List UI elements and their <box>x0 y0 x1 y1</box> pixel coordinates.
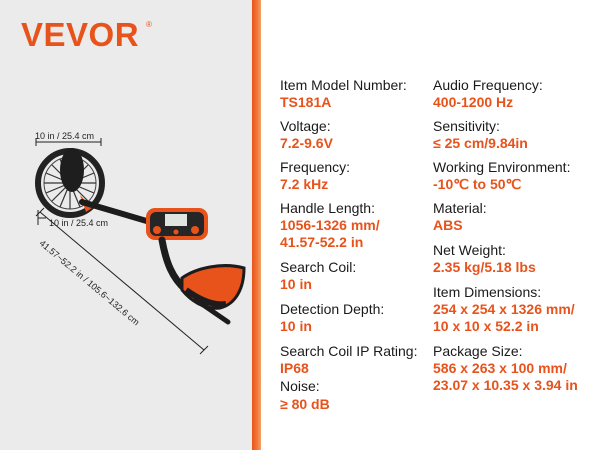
spec-depth-value: 10 in <box>280 318 312 334</box>
metal-detector-image <box>35 138 246 355</box>
brand-registered-mark: ® <box>146 20 152 29</box>
search-coil <box>35 148 105 218</box>
control-box <box>146 208 208 240</box>
spec-item-dimensions-label: Item Dimensions: <box>433 284 542 300</box>
spec-coil-label: Search Coil: <box>280 259 357 275</box>
spec-ip-label: Search Coil IP Rating: <box>280 343 418 359</box>
spec-weight-label: Net Weight: <box>433 242 506 258</box>
spec-item-dimensions-mm: 254 x 254 x 1326 mm/ <box>433 301 575 317</box>
spec-model-label: Item Model Number: <box>280 77 407 93</box>
spec-voltage-label: Voltage: <box>280 118 331 134</box>
spec-handle-value-mm: 1056-1326 mm/ <box>280 217 380 233</box>
product-panel <box>0 0 252 450</box>
spec-handle-label: Handle Length: <box>280 200 375 216</box>
coil-side-label: 10 in / 25.4 cm <box>49 218 109 228</box>
spec-audio-value: 400-1200 Hz <box>433 94 514 110</box>
dimension-arrow <box>35 138 102 146</box>
coil-diameter-label: 10 in / 25.4 cm <box>35 131 95 141</box>
spec-depth-label: Detection Depth: <box>280 301 385 317</box>
spec-package-mm: 586 x 263 x 100 mm/ <box>433 360 567 376</box>
spec-material-label: Material: <box>433 200 487 216</box>
spec-environment-label: Working Environment: <box>433 159 571 175</box>
spec-frequency-label: Frequency: <box>280 159 351 175</box>
spec-frequency-value: 7.2 kHz <box>280 176 329 192</box>
spec-material-value: ABS <box>433 217 463 233</box>
brand-logo: VEVOR <box>21 16 140 53</box>
spec-sensitivity-label: Sensitivity: <box>433 118 500 134</box>
spec-handle-value-in: 41.57-52.2 in <box>280 234 364 250</box>
spec-noise-value: ≥ 80 dB <box>280 396 330 412</box>
spec-item-dimensions-in: 10 x 10 x 52.2 in <box>433 318 539 334</box>
spec-voltage-value: 7.2-9.6V <box>280 135 333 151</box>
spec-ip-value: IP68 <box>280 360 309 376</box>
spec-package-in: 23.07 x 10.35 x 3.94 in <box>433 377 578 393</box>
orange-divider <box>252 0 261 450</box>
spec-model-value: TS181A <box>280 94 332 110</box>
spec-noise-label: Noise: <box>280 378 320 394</box>
spec-package-label: Package Size: <box>433 343 523 359</box>
spec-audio-label: Audio Frequency: <box>433 77 543 93</box>
spec-sensitivity-value: ≤ 25 cm/9.84in <box>433 135 528 151</box>
spec-coil-value: 10 in <box>280 276 312 292</box>
spec-environment-value: -10℃ to 50℃ <box>433 176 522 192</box>
spec-weight-value: 2.35 kg/5.18 lbs <box>433 259 536 275</box>
